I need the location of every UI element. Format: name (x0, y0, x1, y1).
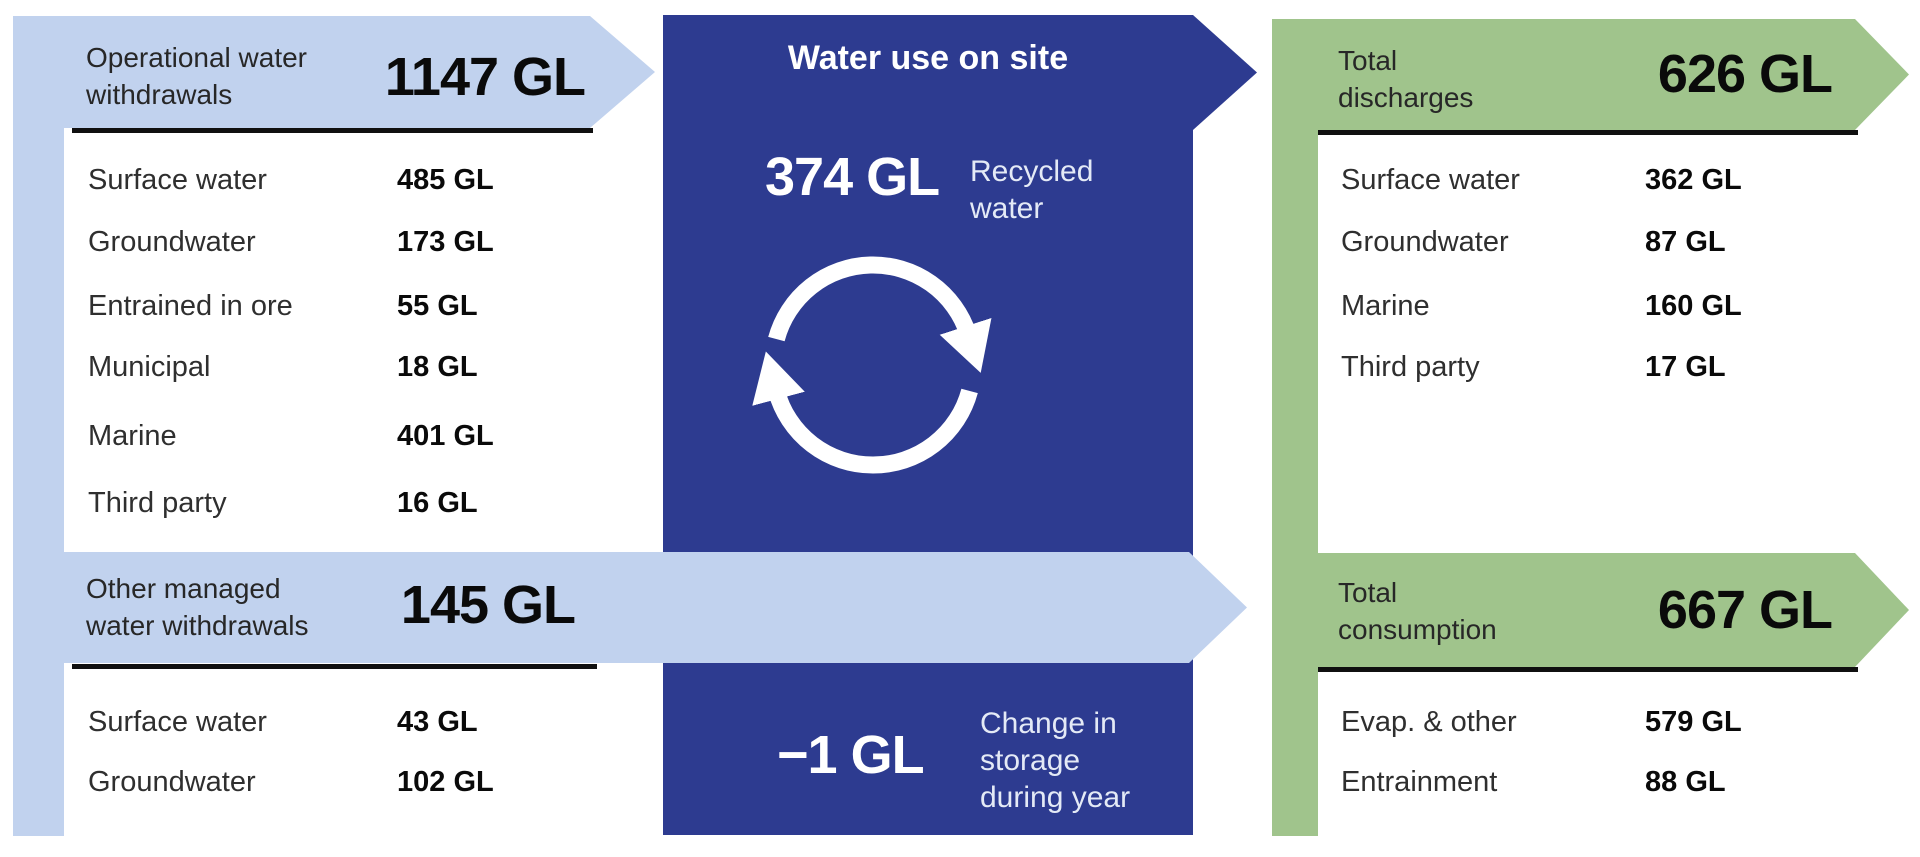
table-row: Groundwater 173 GL (88, 224, 648, 260)
divider-line (72, 664, 597, 669)
row-value: 485 GL (397, 164, 494, 196)
row-label: Surface water (88, 164, 267, 196)
table-row: Groundwater 102 GL (88, 764, 648, 800)
row-label: Third party (88, 487, 227, 519)
other-withdrawals-title: Other managed water withdrawals (86, 570, 309, 644)
table-row: Third party 17 GL (1341, 349, 1901, 385)
table-row: Marine 401 GL (88, 418, 648, 454)
table-row: Entrainment 88 GL (1341, 764, 1901, 800)
row-value: 55 GL (397, 290, 478, 322)
operational-withdrawals-arrow-banner (13, 16, 655, 128)
table-row: Entrained in ore 55 GL (88, 288, 648, 324)
row-label: Entrainment (1341, 766, 1498, 798)
row-value: 18 GL (397, 351, 478, 383)
row-label: Third party (1341, 351, 1480, 383)
recycled-water-value: 374 GL (765, 147, 940, 207)
recycled-water-label-line1: Recycled (970, 155, 1094, 188)
row-value: 579 GL (1645, 706, 1742, 738)
table-row: Municipal 18 GL (88, 349, 648, 385)
recycled-water-label: Recycled water (970, 153, 1093, 227)
table-row: Surface water 485 GL (88, 162, 648, 198)
storage-change-label-line3: during year (980, 781, 1131, 814)
total-discharges-title: Total discharges (1338, 42, 1473, 116)
row-value: 362 GL (1645, 164, 1742, 196)
row-value: 17 GL (1645, 351, 1726, 383)
operational-withdrawals-title: Operational water withdrawals (86, 39, 307, 113)
row-label: Surface water (1341, 164, 1520, 196)
table-row: Groundwater 87 GL (1341, 224, 1901, 260)
row-label: Evap. & other (1341, 706, 1517, 738)
total-discharges-title-line1: Total (1338, 45, 1398, 76)
operational-withdrawals-title-line2: withdrawals (86, 79, 233, 110)
row-label: Entrained in ore (88, 290, 293, 322)
row-label: Groundwater (1341, 226, 1509, 258)
total-consumption-value: 667 GL (1657, 580, 1833, 640)
row-label: Groundwater (88, 226, 256, 258)
table-row: Marine 160 GL (1341, 288, 1901, 324)
divider-line (72, 128, 593, 133)
divider-line (1318, 130, 1858, 135)
other-withdrawals-title-line1: Other managed (86, 573, 281, 604)
table-row: Surface water 362 GL (1341, 162, 1901, 198)
storage-change-label-line1: Change in (980, 707, 1117, 740)
row-label: Marine (88, 420, 177, 452)
row-label: Surface water (88, 706, 267, 738)
row-value: 173 GL (397, 226, 494, 258)
water-use-panel (663, 15, 1193, 835)
total-consumption-title-line2: consumption (1338, 614, 1497, 645)
storage-change-label: Change in storage during year (980, 705, 1130, 816)
other-withdrawals-total: 145 GL (400, 575, 576, 635)
row-value: 87 GL (1645, 226, 1726, 258)
table-row: Third party 16 GL (88, 485, 648, 521)
row-label: Marine (1341, 290, 1430, 322)
divider-line (1318, 667, 1858, 672)
storage-change-value: −1 GL (777, 725, 925, 785)
row-value: 16 GL (397, 487, 478, 519)
table-row: Surface water 43 GL (88, 704, 648, 740)
row-label: Municipal (88, 351, 211, 383)
row-value: 160 GL (1645, 290, 1742, 322)
total-discharges-title-line2: discharges (1338, 82, 1474, 113)
operational-withdrawals-total: 1147 GL (384, 47, 586, 107)
total-discharges-value: 626 GL (1657, 44, 1833, 104)
row-value: 102 GL (397, 766, 494, 798)
row-label: Groundwater (88, 766, 256, 798)
table-row: Evap. & other 579 GL (1341, 704, 1901, 740)
row-value: 43 GL (397, 706, 478, 738)
row-value: 88 GL (1645, 766, 1726, 798)
operational-withdrawals-title-line1: Operational water (86, 42, 308, 73)
right-vertical-strip (1272, 19, 1318, 836)
total-consumption-title: Total consumption (1338, 574, 1497, 648)
water-use-title: Water use on site (787, 39, 1069, 77)
storage-change-label-line2: storage (980, 744, 1081, 777)
recycle-loop-icon (752, 256, 992, 474)
total-consumption-arrow-banner (1272, 553, 1909, 667)
total-discharges-arrow-banner (1272, 19, 1909, 130)
water-use-panel-arrow-tip (1193, 15, 1257, 130)
recycled-water-label-line2: water (970, 192, 1044, 225)
other-withdrawals-title-line2: water withdrawals (86, 610, 309, 641)
total-consumption-title-line1: Total (1338, 577, 1398, 608)
left-vertical-strip (13, 16, 64, 836)
row-value: 401 GL (397, 420, 494, 452)
other-withdrawals-arrow-banner (13, 552, 1247, 663)
